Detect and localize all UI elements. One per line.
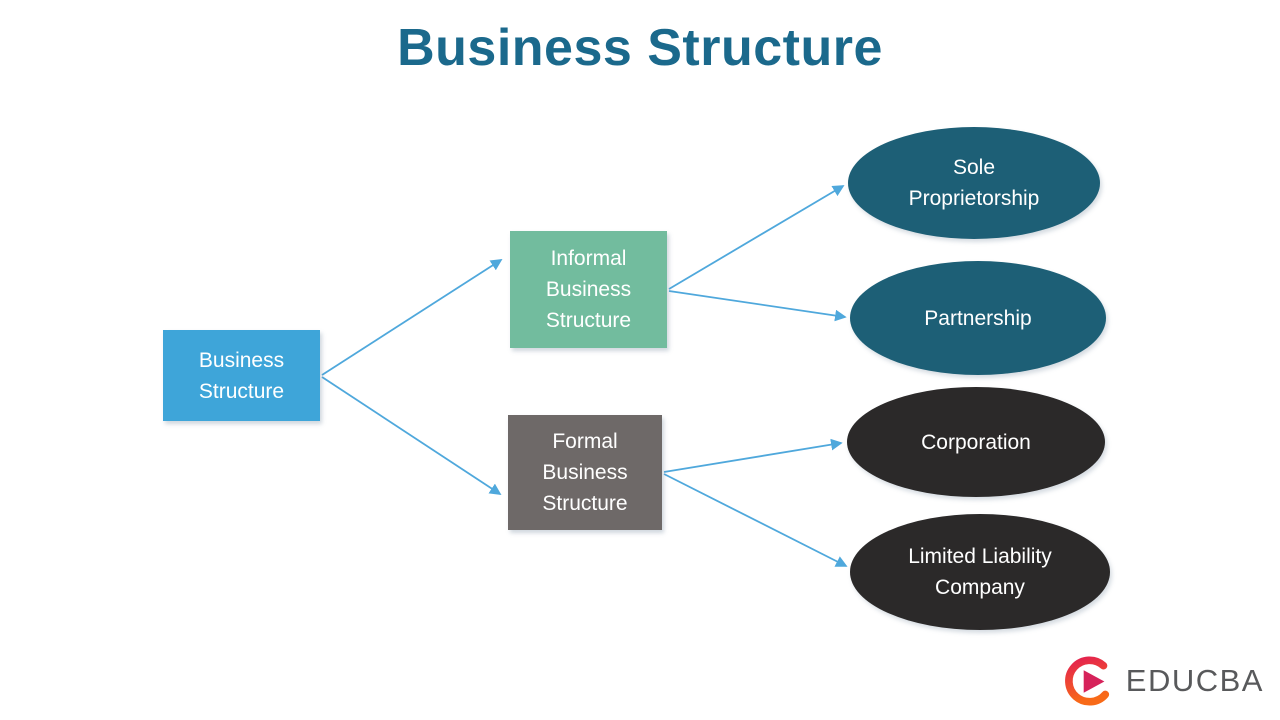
llc-label: Limited Liability Company	[908, 545, 1052, 599]
connector-informal-to-partnership	[668, 290, 847, 322]
formal-branch-label: Formal Business Structure	[542, 430, 628, 515]
informal-branch-node: Informal Business Structure	[510, 231, 667, 348]
root-node: Business Structure	[163, 330, 320, 421]
sole-proprietorship-node: Sole Proprietorship	[848, 127, 1100, 239]
corporation-node: Corporation	[847, 387, 1105, 497]
page-title: Business Structure	[397, 19, 883, 77]
formal-branch-node: Formal Business Structure	[508, 415, 662, 530]
connector-formal-to-corporation	[663, 438, 843, 473]
partnership-label: Partnership	[924, 306, 1032, 330]
root-node-label: Business Structure	[198, 348, 285, 403]
informal-branch-label: Informal Business Structure	[545, 247, 632, 332]
connector-formal-to-llc	[663, 473, 848, 567]
llc-node: Limited Liability Company	[850, 514, 1110, 630]
partnership-node: Partnership	[850, 261, 1106, 375]
corporation-label: Corporation	[921, 430, 1031, 454]
educba-logo-text: EDUCBA	[1125, 663, 1264, 698]
connector-informal-to-sole	[668, 185, 845, 290]
connector-root-to-informal	[321, 259, 503, 376]
educba-logo: EDUCBA	[1063, 654, 1264, 708]
connector-root-to-formal	[321, 376, 502, 495]
educba-logo-icon	[1064, 656, 1109, 706]
sole-proprietorship-label: Sole Proprietorship	[908, 156, 1040, 210]
